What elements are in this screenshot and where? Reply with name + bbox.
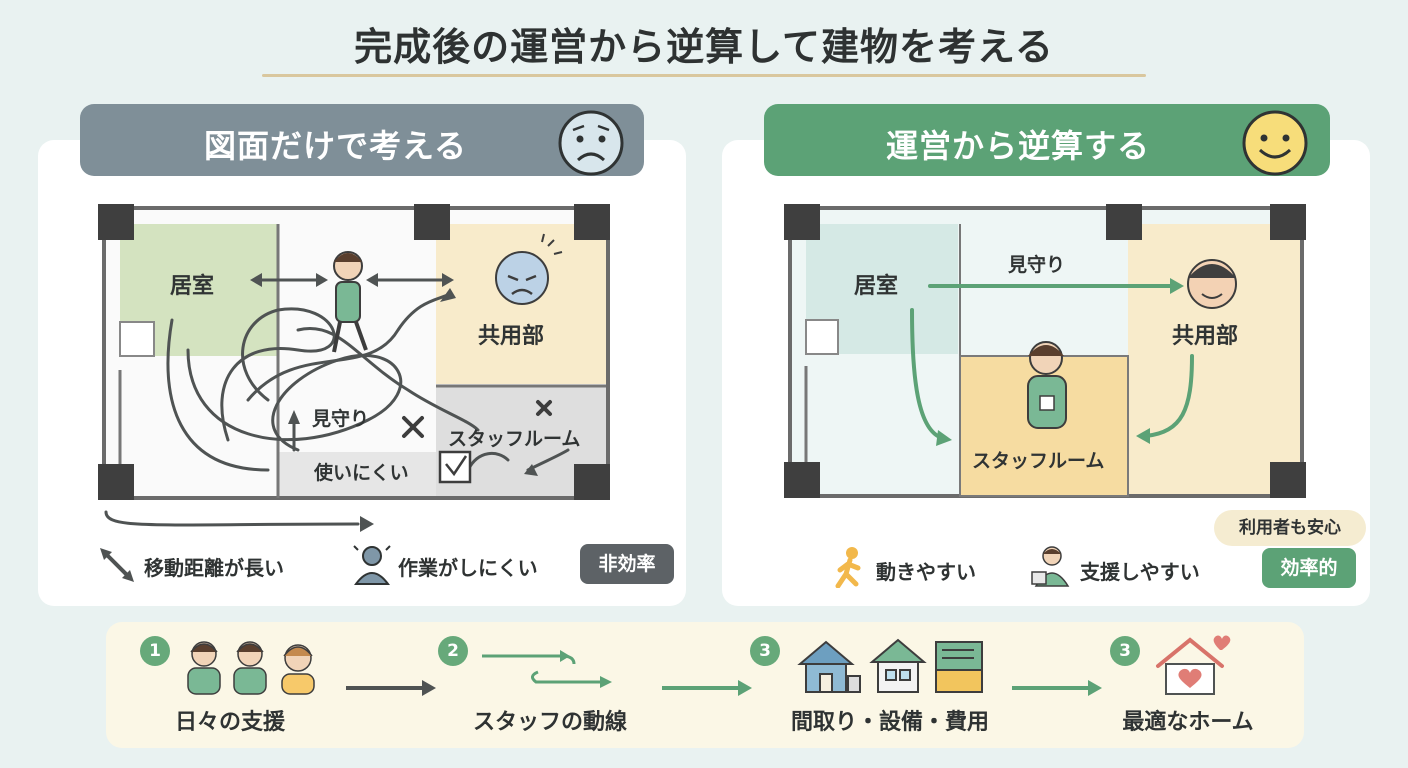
- caregiver-staff-icon: [1027, 341, 1067, 429]
- hard-to-use-label: 使いにくい: [314, 462, 409, 484]
- staff-person-icon: [332, 251, 368, 353]
- step-2-label: スタッフの動線: [472, 710, 627, 735]
- right-watch-label: 見守り: [1008, 254, 1066, 276]
- legend-easy-to-move: 動きやすい: [876, 560, 976, 584]
- walking-person-icon: [835, 547, 861, 588]
- right-header-title: 運営から逆算する: [886, 127, 1151, 165]
- right-panel-header: 運営から逆算する: [764, 104, 1330, 176]
- inefficient-badge: 非効率: [580, 544, 674, 584]
- smile-face-icon: [1242, 110, 1308, 176]
- right-floor-plan: [784, 204, 1306, 498]
- person-icon: [353, 545, 391, 585]
- left-watch-label: 見守り: [312, 408, 370, 430]
- legend-hard-to-work: 作業がしにくい: [398, 556, 538, 580]
- title-underline: [262, 74, 1146, 77]
- user-reassured-pill: 利用者も安心: [1214, 510, 1366, 546]
- right-room-label: 居室: [854, 274, 899, 299]
- step-3-number: 3: [750, 636, 780, 666]
- house-equipment-icon: [797, 638, 983, 693]
- efficient-badge: 効率的: [1262, 548, 1356, 588]
- left-staff-room-label: スタッフルーム: [448, 428, 581, 450]
- staff-group-icon: [187, 641, 315, 695]
- happy-resident-icon: [1187, 259, 1237, 309]
- legend-easy-to-support: 支援しやすい: [1080, 560, 1200, 584]
- step-1-number: 1: [140, 636, 170, 666]
- caregiver-icon: [1031, 546, 1070, 587]
- step-2-number: 2: [438, 636, 468, 666]
- arrow-icon: [662, 680, 752, 696]
- step-4-label: 最適なホーム: [1122, 710, 1254, 735]
- left-floor-plan: [98, 204, 610, 532]
- legend-long-distance: 移動距離が長い: [144, 556, 284, 580]
- double-arrow-icon: [100, 548, 134, 582]
- step-3-label: 間取り・設備・費用: [790, 710, 989, 735]
- step-1-label: 日々の支援: [174, 710, 285, 735]
- arrow-icon: [1012, 680, 1102, 696]
- sad-face-icon: [558, 110, 624, 176]
- worried-resident-icon: [495, 233, 563, 305]
- right-common-label: 共用部: [1172, 324, 1239, 349]
- step-4-number: 3: [1110, 636, 1140, 666]
- heart-house-icon: [1156, 635, 1231, 695]
- page-title: 完成後の運営から逆算して建物を考える: [354, 25, 1054, 69]
- left-common-label: 共用部: [478, 324, 545, 349]
- left-panel-header: 図面だけで考える: [80, 104, 644, 176]
- flow-arrows-icon: [482, 650, 612, 688]
- left-room-label: 居室: [170, 274, 215, 299]
- left-header-title: 図面だけで考える: [204, 127, 468, 165]
- right-staff-room-label: スタッフルーム: [972, 450, 1105, 472]
- arrow-icon: [346, 680, 436, 696]
